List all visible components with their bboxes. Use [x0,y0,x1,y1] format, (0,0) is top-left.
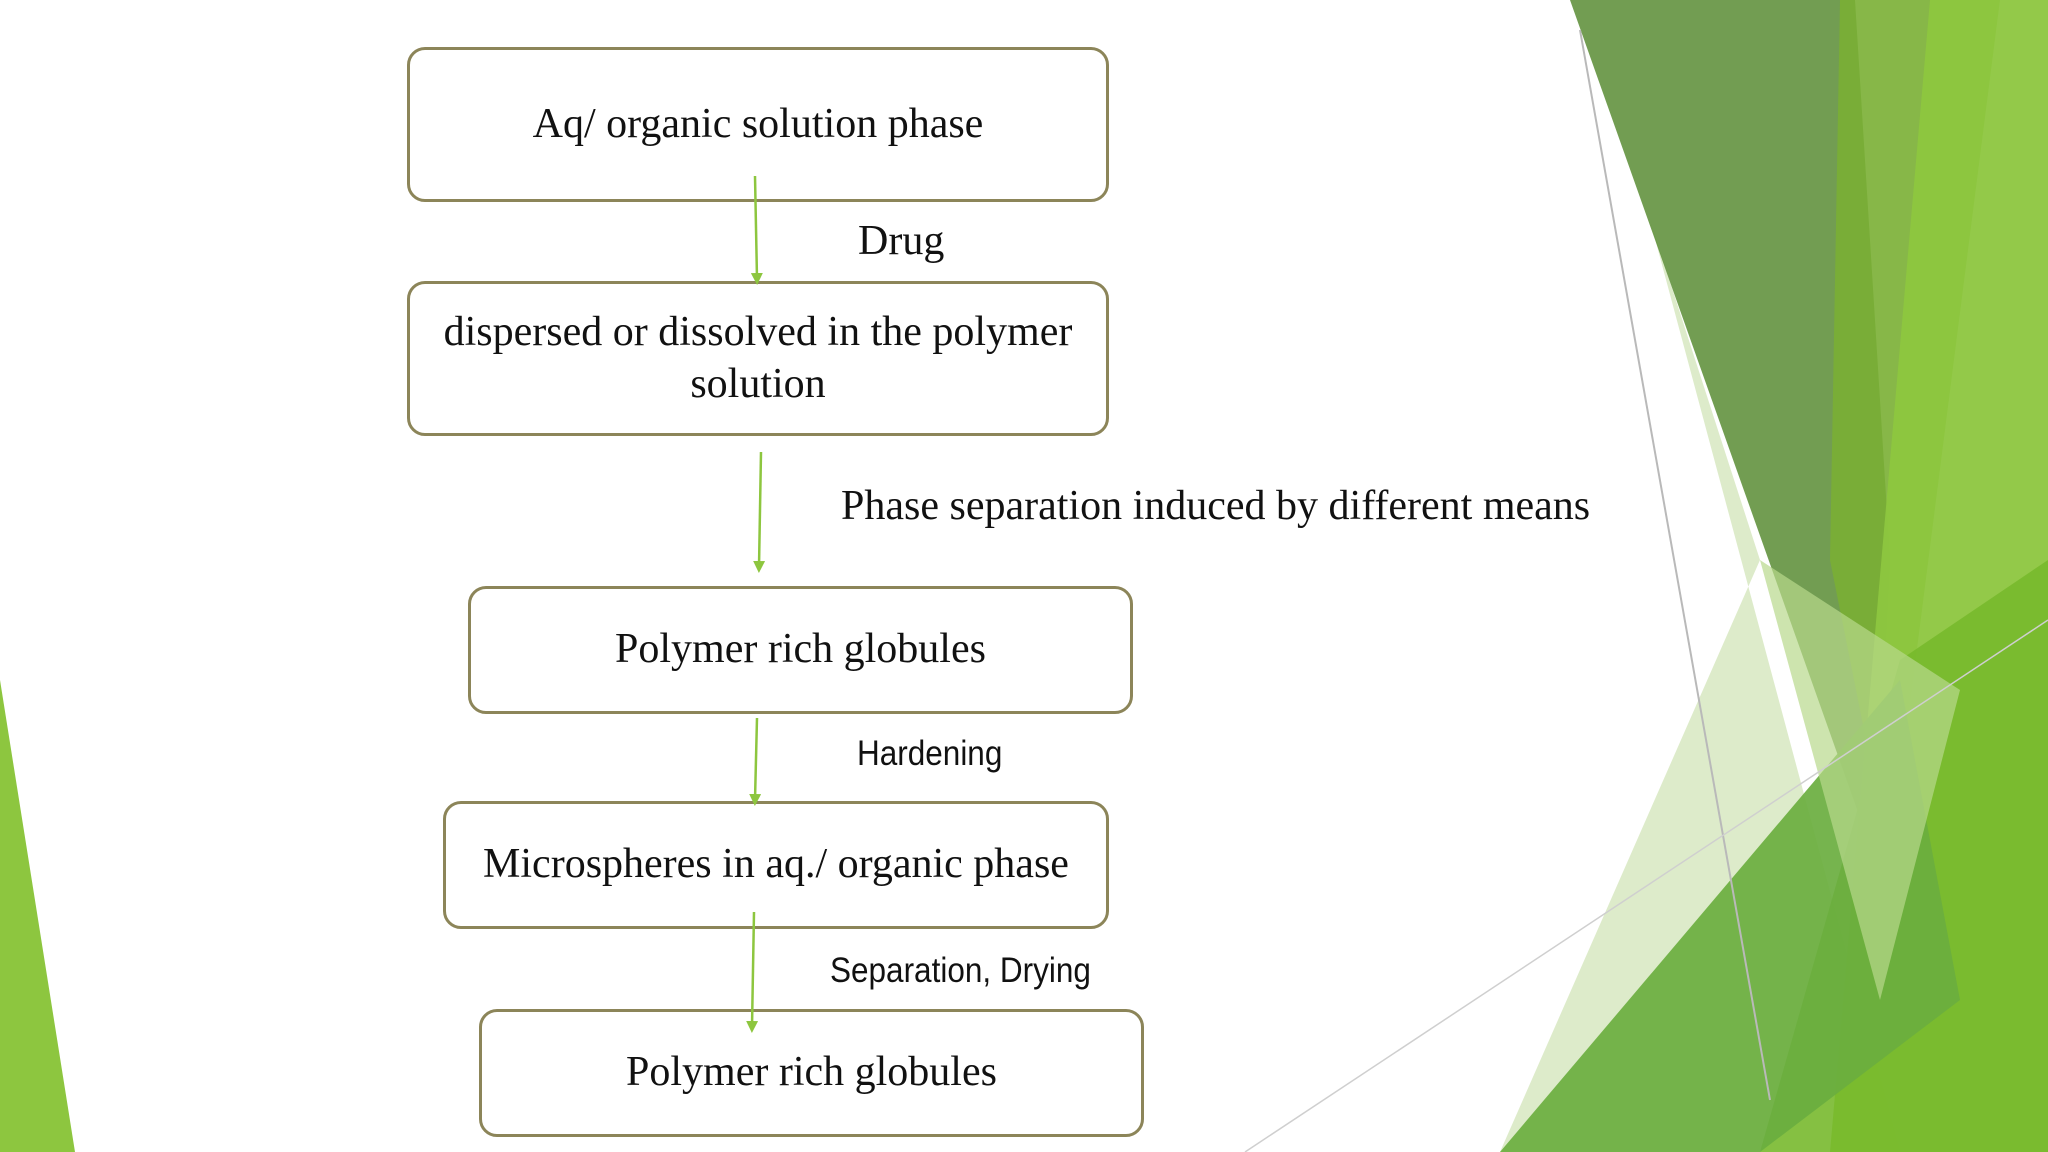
transition-label-4: Separation, Drying [830,951,1091,990]
flow-step-1-text: Aq/ organic solution phase [532,100,984,147]
thin-line-2 [1244,619,2048,1152]
flow-step-1-box: Aq/ organic solution phase [407,47,1109,202]
flow-step-4-box: Microspheres in aq./ organic phase [443,801,1109,929]
transition-label-2: Phase separation induced by different me… [841,483,1591,529]
flow-step-2-box: dispersed or dissolved in the polymer so… [407,281,1109,436]
flow-step-3-box: Polymer rich globules [468,586,1133,714]
flow-step-5-text: Polymer rich globules [626,1049,997,1096]
flow-step-4-text: Microspheres in aq./ organic phase [483,841,1069,888]
transition-label-3: Hardening [857,734,1003,773]
flow-step-5-box: Polymer rich globules [479,1009,1144,1137]
flow-step-3-text: Polymer rich globules [615,626,986,673]
flow-step-2-text: dispersed or dissolved in the polymer so… [443,309,1073,407]
left-green-facet [0,680,75,1152]
transition-label-1: Drug [858,218,945,264]
thin-line-1 [1579,29,1771,1101]
right-facet-light-2 [1760,560,1960,1000]
